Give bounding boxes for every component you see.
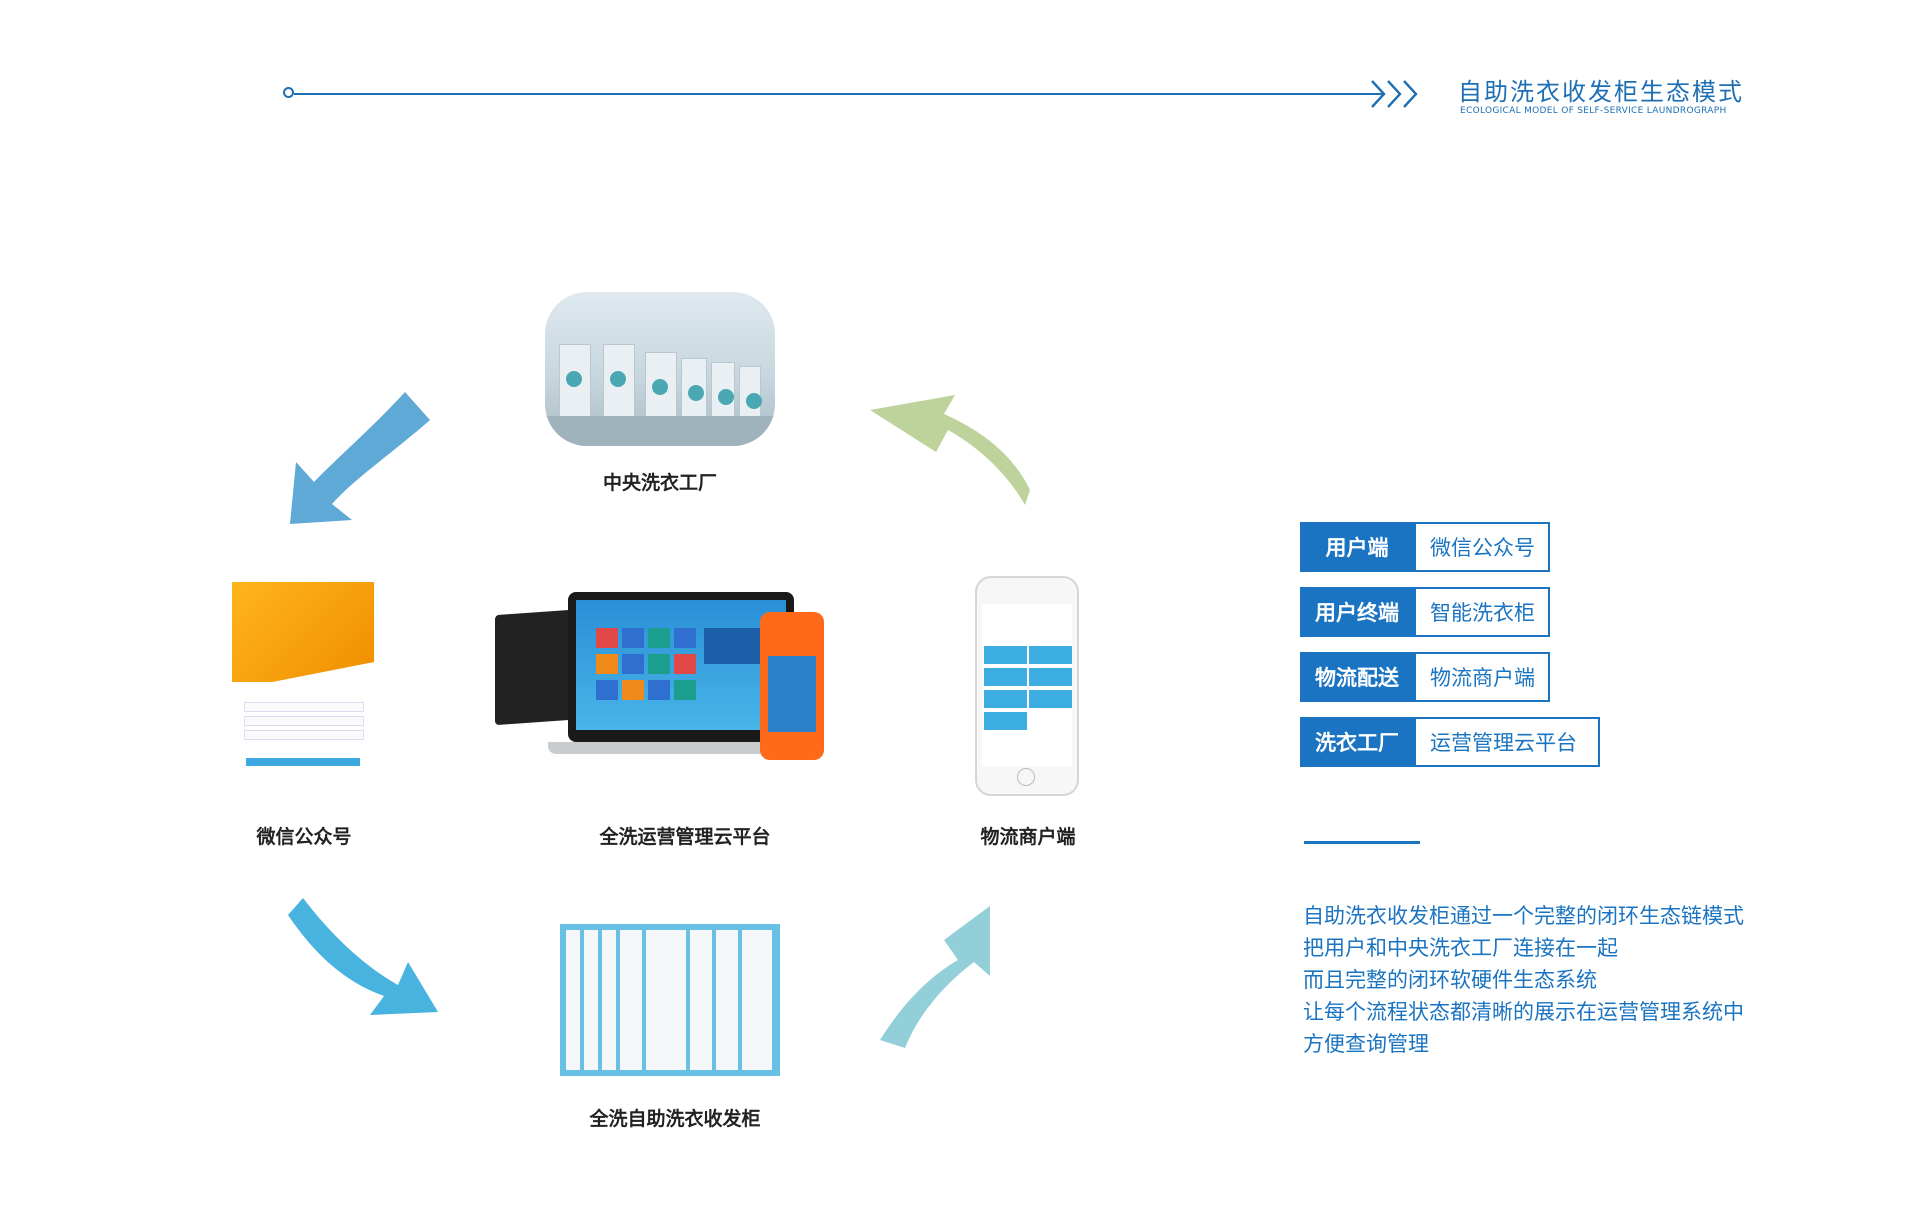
arrow-logistics-to-factory: [870, 395, 1030, 505]
legend-key: 用户端: [1300, 522, 1414, 572]
laptop-image: [568, 592, 794, 742]
page-subtitle: ECOLOGICAL MODEL OF SELF-SERVICE LAUNDRO…: [1460, 106, 1727, 116]
laptop-base: [548, 742, 814, 754]
description-line: 让每个流程状态都清晰的展示在运营管理系统中: [1303, 1000, 1744, 1024]
arrow-locker-to-logistics: [880, 906, 990, 1048]
triple-chevron-icon: [1371, 80, 1418, 108]
wechat-page-image: [232, 582, 374, 768]
header-line: [294, 93, 1384, 95]
description-line: 自助洗衣收发柜通过一个完整的闭环生态链模式: [1303, 904, 1744, 928]
wechat-label: 微信公众号: [256, 826, 352, 848]
legend-key: 物流配送: [1300, 652, 1414, 702]
legend-value: 运营管理云平台: [1414, 717, 1600, 767]
arrow-wechat-to-locker: [288, 898, 438, 1015]
locker-image: [560, 924, 780, 1076]
description-line: 方便查询管理: [1303, 1032, 1429, 1056]
page-title: 自助洗衣收发柜生态模式: [1458, 78, 1744, 106]
description-text: 自助洗衣收发柜通过一个完整的闭环生态链模式 把用户和中央洗衣工厂连接在一起 而且…: [1303, 900, 1744, 1060]
description-line: 而且完整的闭环软硬件生态系统: [1303, 968, 1597, 992]
legend-key: 洗衣工厂: [1300, 717, 1414, 767]
legend-value: 微信公众号: [1414, 522, 1550, 572]
description-line: 把用户和中央洗衣工厂连接在一起: [1303, 936, 1618, 960]
factory-image: [545, 292, 775, 446]
factory-label: 中央洗衣工厂: [602, 472, 717, 494]
platform-label: 全洗运营管理云平台: [599, 826, 771, 848]
handheld-pos-image: [760, 612, 824, 760]
locker-label: 全洗自助洗衣收发柜: [589, 1108, 761, 1130]
section-divider: [1304, 841, 1420, 844]
phone-image: [975, 576, 1079, 796]
arrow-factory-to-wechat: [290, 392, 430, 524]
legend-value: 物流商户端: [1414, 652, 1550, 702]
legend-value: 智能洗衣柜: [1414, 587, 1550, 637]
header-line-start-dot: [283, 87, 294, 98]
legend-key: 用户终端: [1300, 587, 1414, 637]
logistics-label: 物流商户端: [980, 826, 1076, 848]
